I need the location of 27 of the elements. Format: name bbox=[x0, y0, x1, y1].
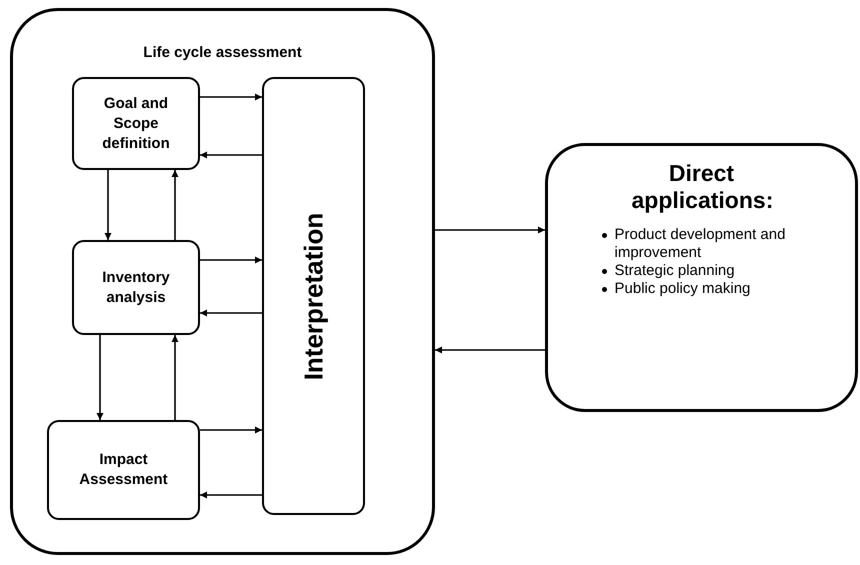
process-box bbox=[47, 420, 200, 520]
process-box bbox=[262, 77, 365, 515]
bullet-item: Product development and improvement bbox=[614, 226, 786, 262]
arrow bbox=[200, 426, 262, 434]
process-label: Goal and Scope definition bbox=[101, 94, 171, 154]
arrow bbox=[104, 170, 112, 240]
bullet-item: Strategic planning bbox=[614, 262, 735, 280]
arrow bbox=[200, 492, 262, 498]
bullet-item: Public policy making bbox=[614, 280, 750, 298]
arrow bbox=[96, 335, 104, 420]
arrow bbox=[435, 346, 545, 354]
arrow bbox=[200, 94, 262, 100]
group-container bbox=[10, 8, 435, 555]
panel-heading: Direct applications: bbox=[632, 160, 772, 214]
process-box bbox=[72, 240, 200, 335]
arrow bbox=[172, 335, 178, 420]
arrow bbox=[172, 170, 178, 240]
arrow bbox=[200, 256, 262, 264]
application-panel bbox=[545, 143, 858, 412]
process-box bbox=[72, 77, 200, 170]
process-label: Impact Assessment bbox=[78, 450, 169, 490]
process-label: Inventory analysis bbox=[101, 268, 171, 308]
arrow bbox=[435, 226, 545, 234]
process-label: Interpretation bbox=[297, 212, 329, 380]
arrow bbox=[200, 310, 262, 316]
arrow bbox=[200, 152, 262, 158]
group-title: Life cycle assessment bbox=[143, 44, 302, 61]
